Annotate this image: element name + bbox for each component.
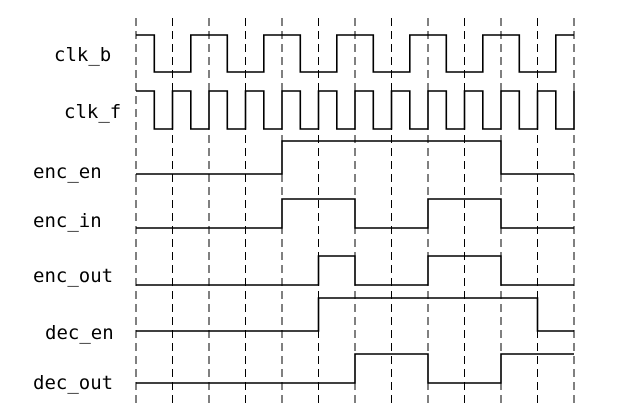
waveform-clk-b <box>136 34 574 73</box>
signal-labels: clk_b clk_f enc_en enc_in enc_out dec_en… <box>33 44 121 394</box>
signal-label-enc-in: enc_in <box>33 210 102 232</box>
waveform-enc-out <box>136 255 574 286</box>
waveform-dec-en <box>136 297 574 332</box>
signal-label-clk-f: clk_f <box>64 101 121 123</box>
signal-label-dec-out: dec_out <box>33 372 113 394</box>
waveform-enc-in <box>136 198 574 229</box>
signal-label-clk-b: clk_b <box>54 44 111 66</box>
waveform-dec-out <box>136 353 574 384</box>
waveform-enc-en <box>136 140 574 175</box>
waveform-clk-f <box>136 90 575 130</box>
signal-waveforms <box>136 34 575 384</box>
signal-label-dec-en: dec_en <box>45 322 114 344</box>
signal-label-enc-en: enc_en <box>33 161 102 183</box>
signal-label-enc-out: enc_out <box>33 265 113 287</box>
